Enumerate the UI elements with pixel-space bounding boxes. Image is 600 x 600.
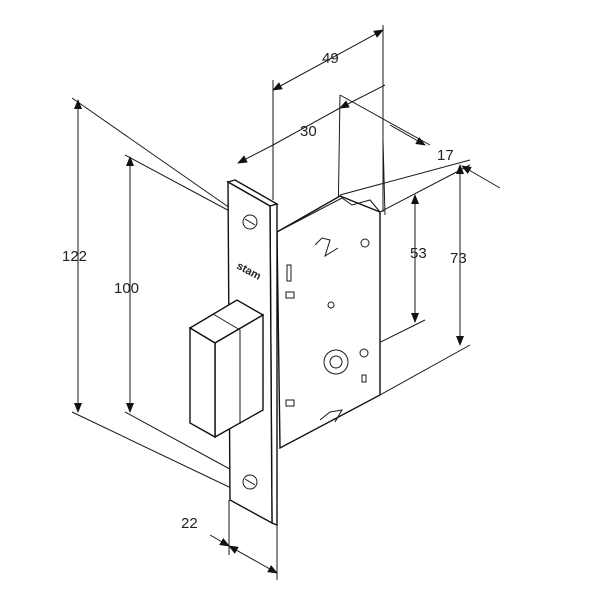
lock-case xyxy=(276,195,381,450)
dim-73-label: 73 xyxy=(450,250,467,267)
bottom-screw-icon xyxy=(242,474,258,490)
dim-100-label: 100 xyxy=(114,280,139,297)
dim-30-label: 30 xyxy=(300,123,317,140)
dim-30-line xyxy=(272,107,341,146)
dim-122-label: 122 xyxy=(62,248,87,265)
dim-22-line xyxy=(209,534,230,547)
latch-bolt xyxy=(188,299,265,439)
dim-49-label: 49 xyxy=(322,50,339,67)
dim-17-label: 17 xyxy=(437,147,454,164)
dim-17-line xyxy=(389,124,426,146)
dim-49-line xyxy=(272,29,384,91)
dim-22-label: 22 xyxy=(181,515,198,532)
top-screw-icon xyxy=(242,214,258,230)
dimension-lines xyxy=(74,29,501,574)
dim-53-label: 53 xyxy=(410,245,427,262)
